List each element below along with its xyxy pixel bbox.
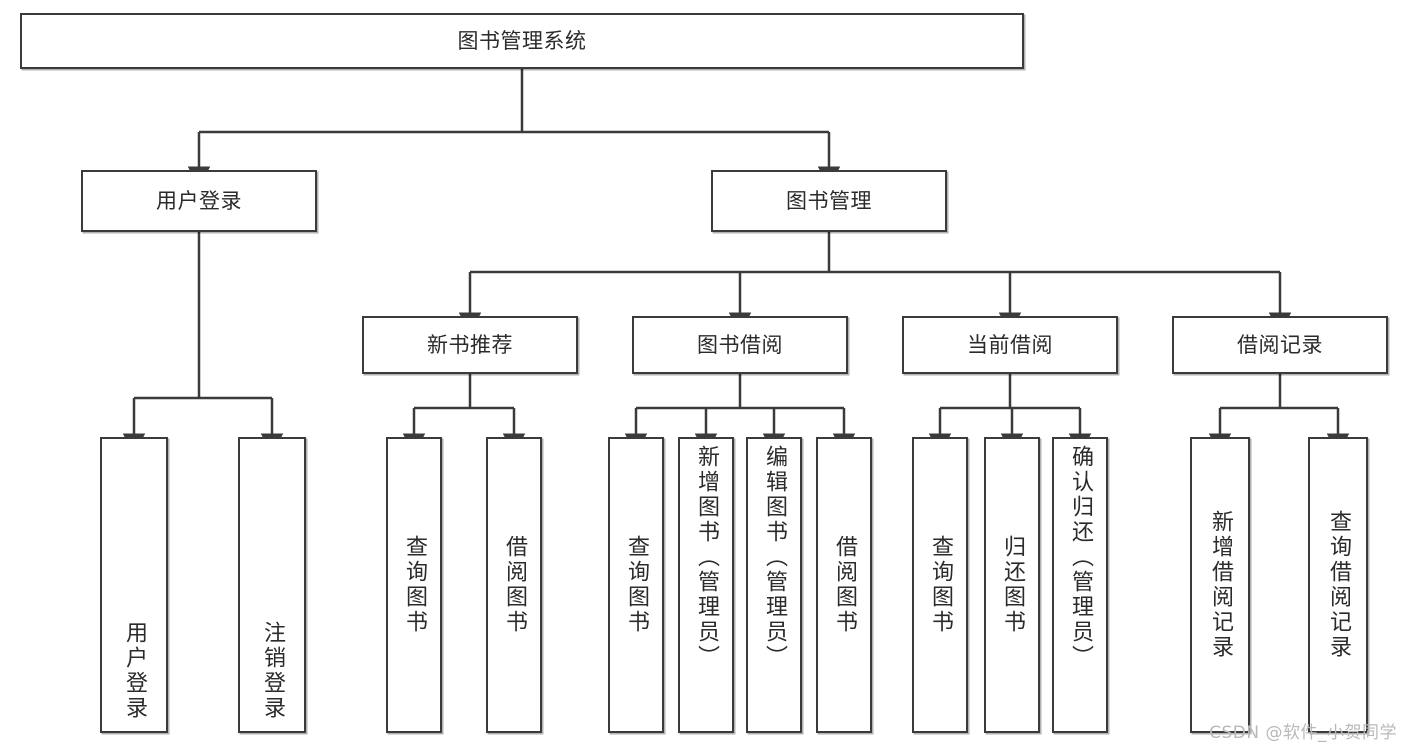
leaf-node-12: 查询借阅记录 (1308, 437, 1368, 733)
leaf-node-9: 归还图书 (984, 437, 1040, 733)
leaf-node-4-label: 查询图书 (624, 535, 649, 635)
level2-node-0: 用户登录 (81, 170, 317, 232)
level3-node-2-label: 当前借阅 (967, 332, 1053, 357)
level2-node-1: 图书管理 (711, 170, 947, 232)
leaf-node-12-label: 查询借阅记录 (1326, 510, 1351, 660)
leaf-node-6-label: 编辑图书（管理员） (762, 445, 787, 670)
leaf-node-5-label: 新增图书（管理员） (694, 445, 719, 670)
leaf-node-8-label: 查询图书 (928, 535, 953, 635)
level3-node-1-label: 图书借阅 (697, 332, 783, 357)
leaf-node-3-label: 借阅图书 (502, 535, 527, 635)
leaf-node-2: 查询图书 (386, 437, 442, 733)
leaf-node-4: 查询图书 (608, 437, 664, 733)
leaf-node-11: 新增借阅记录 (1190, 437, 1250, 733)
level3-node-3-label: 借阅记录 (1237, 332, 1323, 357)
root-node-book-management-system-label: 图书管理系统 (457, 28, 587, 53)
root-node-book-management-system: 图书管理系统 (20, 13, 1024, 69)
level3-node-0-label: 新书推荐 (427, 332, 513, 357)
leaf-node-7-label: 借阅图书 (832, 535, 857, 635)
level3-node-0: 新书推荐 (362, 316, 578, 374)
leaf-node-3: 借阅图书 (486, 437, 542, 733)
leaf-node-8: 查询图书 (912, 437, 968, 733)
leaf-node-2-label: 查询图书 (402, 535, 427, 635)
leaf-node-1-label: 注销登录 (260, 621, 285, 721)
leaf-node-6: 编辑图书（管理员） (746, 437, 802, 733)
level2-node-1-label: 图书管理 (786, 188, 872, 213)
level3-node-3: 借阅记录 (1172, 316, 1388, 374)
leaf-node-5: 新增图书（管理员） (678, 437, 734, 733)
level3-node-1: 图书借阅 (632, 316, 848, 374)
leaf-node-0-label: 用户登录 (122, 621, 147, 721)
leaf-node-10-label: 确认归还（管理员） (1068, 445, 1093, 670)
level3-node-2: 当前借阅 (902, 316, 1118, 374)
leaf-node-0: 用户登录 (100, 437, 168, 733)
leaf-node-9-label: 归还图书 (1000, 535, 1025, 635)
leaf-node-7: 借阅图书 (816, 437, 872, 733)
level2-node-0-label: 用户登录 (156, 188, 242, 213)
watermark-text: CSDN @软件_小贺同学 (1209, 723, 1397, 743)
leaf-node-1: 注销登录 (238, 437, 306, 733)
leaf-node-10: 确认归还（管理员） (1052, 437, 1108, 733)
leaf-node-11-label: 新增借阅记录 (1208, 510, 1233, 660)
